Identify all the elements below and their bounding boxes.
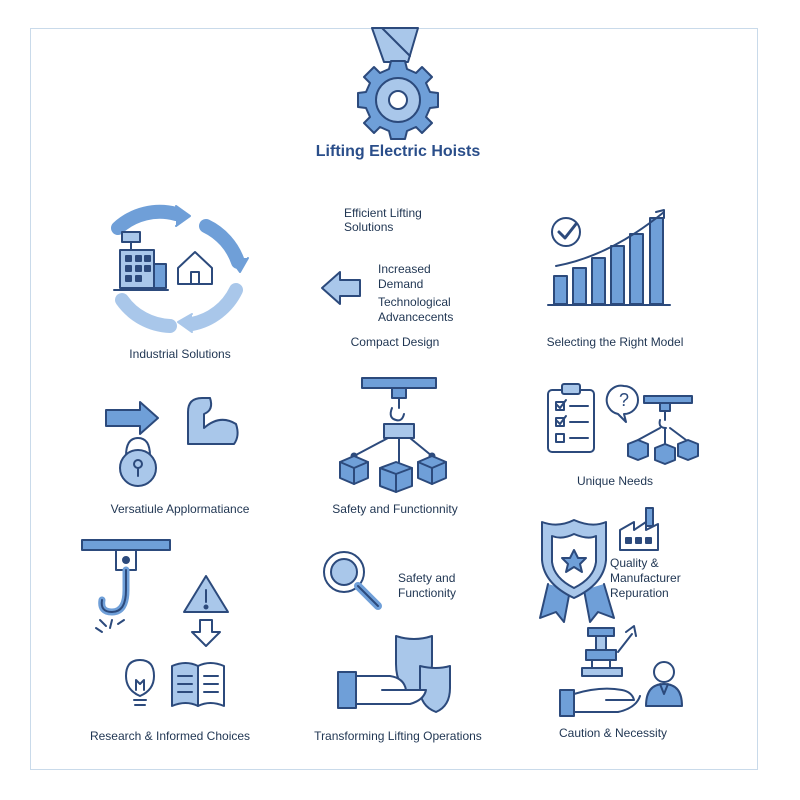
person-icon bbox=[645, 661, 683, 707]
box-icon bbox=[677, 439, 699, 461]
hand-icon bbox=[559, 687, 641, 717]
svg-text:?: ? bbox=[619, 390, 629, 410]
tech-note-line2: Advancecents bbox=[378, 310, 454, 324]
label-transforming: Transforming Lifting Operations bbox=[314, 729, 482, 743]
question-bubble-icon: ? bbox=[605, 384, 639, 423]
label-research: Research & Informed Choices bbox=[89, 729, 251, 743]
box-icon bbox=[417, 455, 447, 485]
box-icon bbox=[339, 455, 369, 485]
bar-chart-icon bbox=[547, 209, 671, 306]
label-unique: Unique Needs bbox=[576, 474, 654, 488]
checkmark-icon bbox=[557, 222, 578, 240]
box-icon bbox=[654, 443, 676, 465]
warning-icon bbox=[183, 575, 229, 613]
box-icon bbox=[627, 439, 649, 461]
label-selecting: Selecting the Right Model bbox=[546, 335, 684, 349]
factory-icon bbox=[113, 231, 169, 291]
arrow-left-icon bbox=[321, 271, 361, 305]
label-quality-line1: Quality & bbox=[610, 556, 659, 570]
book-icon bbox=[171, 662, 225, 707]
hoist-crane-icon bbox=[350, 377, 437, 463]
arrow-right-icon bbox=[105, 401, 159, 435]
page-title: Lifting Electric Hoists bbox=[315, 143, 481, 160]
increased-note-line2: Demand bbox=[378, 277, 424, 291]
label-industrial: Industrial Solutions bbox=[129, 347, 231, 361]
checklist-icon bbox=[547, 383, 595, 453]
robot-arm-icon bbox=[581, 625, 637, 677]
label-compact: Compact Design bbox=[350, 335, 440, 349]
increased-note-line1: Increased bbox=[378, 262, 431, 276]
label-safety1: Safety and Functionnity bbox=[332, 502, 458, 516]
lightbulb-icon bbox=[125, 659, 155, 706]
hand-icon bbox=[337, 671, 427, 709]
efficient-note-line2: Solutions bbox=[344, 220, 394, 234]
magnifier-icon bbox=[323, 551, 382, 610]
label-caution: Caution & Necessity bbox=[558, 726, 668, 740]
crane-hook-icon bbox=[81, 539, 171, 633]
label-safety2-line1: Safety and bbox=[398, 571, 456, 585]
arrow-down-icon bbox=[191, 619, 221, 647]
tech-note-line1: Technological bbox=[378, 295, 451, 309]
hoist-crane-icon bbox=[637, 395, 693, 445]
box-icon bbox=[379, 461, 413, 493]
label-safety2-line2: Functionity bbox=[398, 586, 457, 600]
cycle-arrows-icon bbox=[111, 204, 249, 333]
factory-icon bbox=[619, 507, 659, 551]
flexed-arm-icon bbox=[187, 397, 239, 445]
shield-icon bbox=[419, 665, 451, 713]
label-versatile: Versatiule Applormatiance bbox=[110, 502, 250, 516]
award-badge-icon bbox=[539, 519, 615, 623]
kettlebell-icon bbox=[119, 437, 157, 487]
house-icon bbox=[177, 251, 213, 285]
label-quality-line2: Manufacturer bbox=[610, 571, 681, 585]
efficient-note-line1: Efficient Lifting bbox=[344, 206, 422, 220]
hoist-gear-icon bbox=[357, 27, 439, 140]
label-quality-line3: Repuration bbox=[610, 586, 669, 600]
